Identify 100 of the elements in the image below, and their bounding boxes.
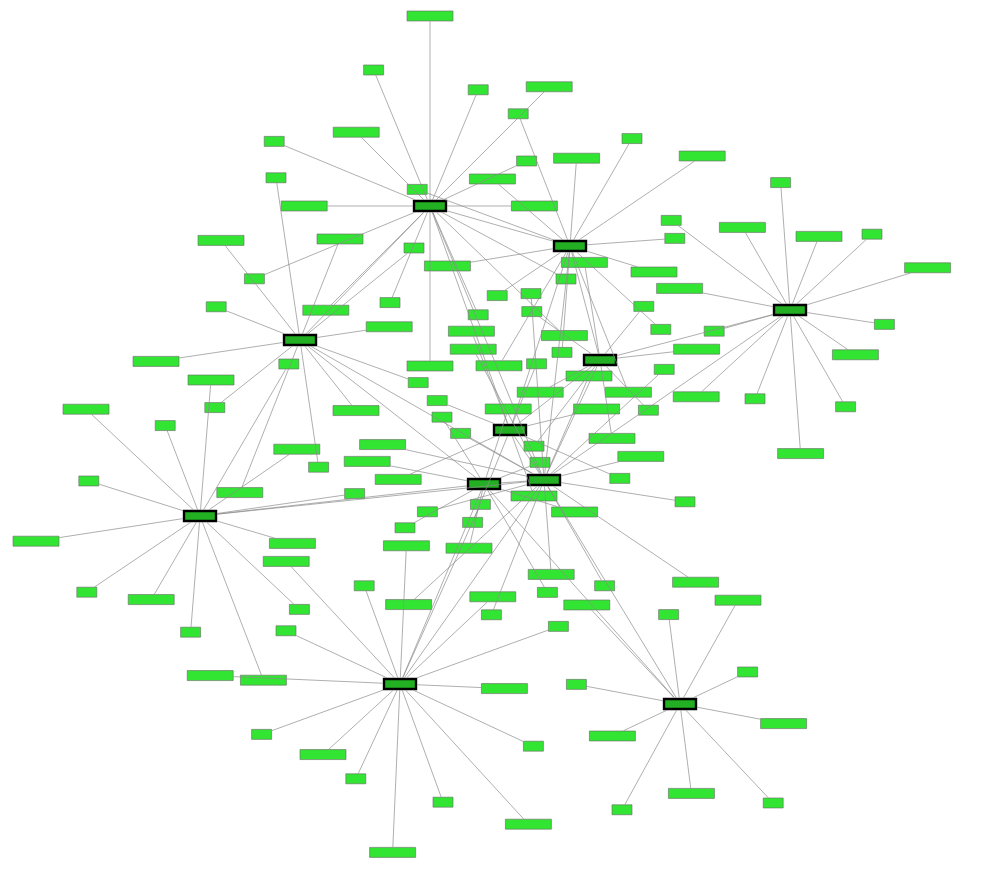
node-box	[204, 402, 226, 413]
edge-line	[570, 163, 577, 241]
edge-line	[206, 521, 295, 605]
edge-line	[756, 315, 788, 394]
node-box	[240, 674, 287, 686]
node-box	[273, 443, 321, 455]
node-box	[265, 172, 287, 184]
node-box	[332, 405, 380, 416]
edge-line	[470, 248, 554, 263]
edge-line	[447, 404, 495, 425]
node-box	[672, 576, 719, 588]
edge-line	[552, 485, 689, 578]
node-box	[76, 586, 98, 598]
node-box	[874, 319, 895, 330]
edge-line	[290, 566, 395, 679]
node-box	[658, 609, 679, 620]
node-box	[469, 591, 517, 603]
edge-line	[94, 521, 192, 588]
edge-line	[793, 315, 843, 402]
edge-line	[316, 345, 409, 380]
edge-line	[241, 345, 298, 488]
node-box	[537, 587, 558, 598]
node-box	[394, 522, 416, 534]
edge-line	[498, 183, 564, 241]
node-box	[308, 461, 329, 473]
node-box	[617, 451, 665, 462]
node-box	[526, 358, 547, 370]
node-box	[383, 540, 430, 552]
node-box	[278, 358, 300, 370]
edge-line	[680, 709, 692, 789]
edge-line	[302, 243, 339, 335]
node-box	[650, 324, 672, 335]
node-box	[609, 473, 631, 484]
node-box	[703, 325, 725, 337]
node-box	[345, 773, 367, 785]
node-box	[244, 273, 265, 285]
edge-line	[271, 689, 384, 731]
node-box	[431, 411, 453, 423]
edge-line	[432, 94, 477, 201]
node-box	[417, 506, 438, 518]
node-box	[262, 556, 310, 567]
node-box	[154, 420, 176, 431]
edge-line	[475, 354, 541, 475]
edge-line	[780, 187, 790, 305]
edge-line	[409, 435, 497, 475]
edge-line	[284, 145, 416, 201]
node-box	[588, 433, 636, 444]
edge-line	[605, 365, 644, 406]
edge-line	[98, 483, 184, 511]
edge-line	[513, 435, 541, 475]
node-box	[656, 283, 703, 294]
edge-line	[208, 454, 290, 511]
edge-line	[406, 601, 488, 679]
edge-line	[300, 345, 319, 463]
node-box	[525, 81, 573, 93]
edge-line	[221, 345, 293, 403]
node-box	[132, 356, 180, 367]
edge-line	[796, 239, 867, 305]
node-box	[450, 428, 471, 439]
node-box	[406, 184, 428, 195]
edge-line	[685, 709, 769, 799]
edge-line	[390, 465, 468, 481]
edge-line	[624, 709, 677, 805]
edge-line	[546, 380, 588, 475]
edge-line	[604, 311, 640, 355]
node-box	[605, 386, 652, 398]
node-box	[180, 626, 201, 638]
node-box	[541, 330, 588, 341]
edge-line	[310, 345, 534, 475]
node-box	[467, 84, 489, 96]
edge-line	[404, 485, 540, 679]
node-box	[332, 126, 380, 138]
edge-line	[546, 365, 598, 475]
edge-line	[436, 211, 560, 331]
node-box	[668, 788, 715, 799]
edge-line	[586, 250, 638, 268]
node-box	[251, 729, 272, 740]
edge-line	[361, 137, 425, 201]
edge-line	[429, 20, 431, 201]
edge-line	[806, 272, 911, 306]
edge-line	[501, 251, 567, 361]
node-box	[359, 439, 406, 450]
node-box	[861, 228, 883, 240]
node-box	[426, 395, 448, 406]
edge-line	[512, 368, 535, 425]
edge-line	[526, 413, 576, 427]
node-box	[555, 273, 577, 285]
edge-line	[264, 211, 416, 275]
node-box	[469, 173, 516, 185]
node-box	[551, 347, 573, 358]
edge-line	[552, 315, 782, 475]
node-box	[678, 150, 726, 162]
edge-line	[572, 251, 627, 388]
node-box	[660, 215, 682, 226]
node-box	[510, 490, 558, 502]
node-box	[664, 233, 686, 244]
edge-line	[702, 292, 774, 307]
edge-line	[538, 316, 592, 355]
node-box	[521, 306, 543, 317]
node-box	[516, 386, 564, 398]
